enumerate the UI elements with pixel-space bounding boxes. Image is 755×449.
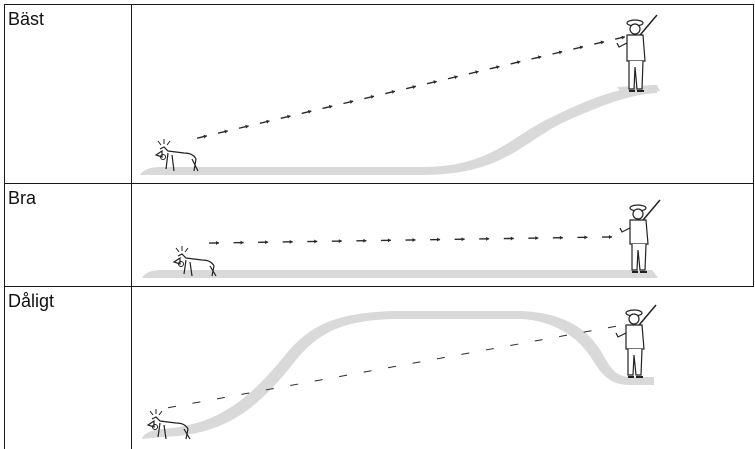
signal-dash	[339, 375, 347, 376]
scene-best	[132, 5, 753, 183]
row-label-poor: Dåligt	[8, 291, 54, 312]
ground-flat	[142, 270, 658, 278]
arrow-head	[314, 239, 317, 243]
arrow-head	[290, 240, 293, 244]
comparison-table: Bäst Bra Dåligt	[4, 4, 754, 449]
signal-dash	[217, 397, 225, 398]
signal-dash	[461, 353, 469, 354]
arrow-head	[535, 236, 538, 240]
signal-dash	[486, 349, 494, 350]
signal-dash	[193, 402, 201, 403]
hunter-icon	[616, 305, 656, 377]
signal-dash	[584, 331, 592, 332]
arrow-head	[609, 235, 612, 239]
right-border	[753, 4, 754, 286]
signal-dash	[535, 340, 543, 341]
arrow-head	[412, 238, 415, 242]
arrow-head	[437, 238, 440, 242]
arrow-head	[511, 236, 514, 240]
arrow-head	[339, 239, 342, 243]
signal-dash	[559, 335, 567, 336]
arrow-head	[265, 240, 268, 244]
arrow-head	[584, 235, 587, 239]
arrow-head	[388, 238, 391, 242]
signal-dash	[315, 380, 323, 381]
dog-icon	[156, 139, 198, 171]
arrow-head	[462, 237, 465, 241]
signal-dash	[510, 344, 518, 345]
signal-dash	[608, 326, 616, 327]
signal-dash	[241, 393, 249, 394]
hunter-icon	[617, 15, 657, 91]
ground-ridge	[142, 311, 654, 439]
row-label-best: Bäst	[8, 9, 44, 30]
arrow-head	[241, 241, 244, 245]
hunter-icon	[620, 200, 660, 272]
signal-dash	[168, 406, 176, 407]
left-border	[4, 4, 5, 449]
arrow-head	[560, 236, 563, 240]
ground-hill	[140, 85, 657, 175]
arrow-head	[486, 237, 489, 241]
arrow-path-good	[209, 235, 612, 245]
signal-dash	[364, 371, 372, 372]
signal-dash	[388, 366, 396, 367]
row-label-good: Bra	[8, 188, 36, 209]
signal-dash	[437, 357, 445, 358]
arrow-head	[363, 239, 366, 243]
scene-good	[132, 184, 753, 286]
signal-dash	[290, 384, 298, 385]
signal-dash	[413, 362, 421, 363]
arrow-head	[216, 241, 219, 245]
arrow-path-poor	[168, 326, 616, 407]
scene-poor	[132, 287, 753, 449]
